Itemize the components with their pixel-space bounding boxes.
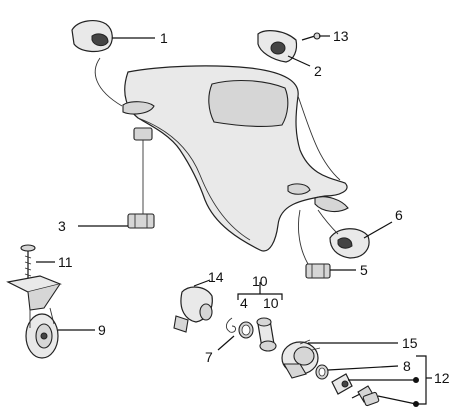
callout-9: 9 xyxy=(98,322,106,338)
callout-3: 3 xyxy=(58,218,66,234)
part-9-caster xyxy=(6,275,62,359)
callout-10-group: 10 xyxy=(252,273,268,289)
callout-14: 14 xyxy=(208,269,224,285)
callout-4: 4 xyxy=(240,295,248,311)
callout-1: 1 xyxy=(160,30,168,46)
part-7-spring xyxy=(225,317,237,333)
callout-8: 8 xyxy=(403,358,411,374)
part-11-screw xyxy=(20,244,36,278)
part-14-housing xyxy=(173,286,213,333)
callout-7: 7 xyxy=(205,349,213,365)
callout-13: 13 xyxy=(333,28,349,44)
callout-5: 5 xyxy=(360,262,368,278)
part-6-cap xyxy=(317,209,370,259)
part-15-switch xyxy=(281,339,321,379)
callout-15: 15 xyxy=(402,335,418,351)
callout-10: 10 xyxy=(263,295,279,311)
part-4-oring xyxy=(238,321,254,339)
part-3-clip xyxy=(127,127,155,229)
callout-2: 2 xyxy=(314,63,322,79)
part-2-bracket xyxy=(257,30,321,63)
part-8-ring xyxy=(315,364,329,380)
part-12-barrel-key xyxy=(331,373,380,407)
leader-lines xyxy=(36,35,432,407)
callout-11: 11 xyxy=(58,254,73,270)
callout-6: 6 xyxy=(395,207,403,223)
part-1-cap xyxy=(71,20,123,107)
shield-panel xyxy=(122,65,349,252)
callout-12: 12 xyxy=(434,370,450,386)
part-5-clip xyxy=(297,209,331,279)
part-10-bushing xyxy=(256,317,277,352)
